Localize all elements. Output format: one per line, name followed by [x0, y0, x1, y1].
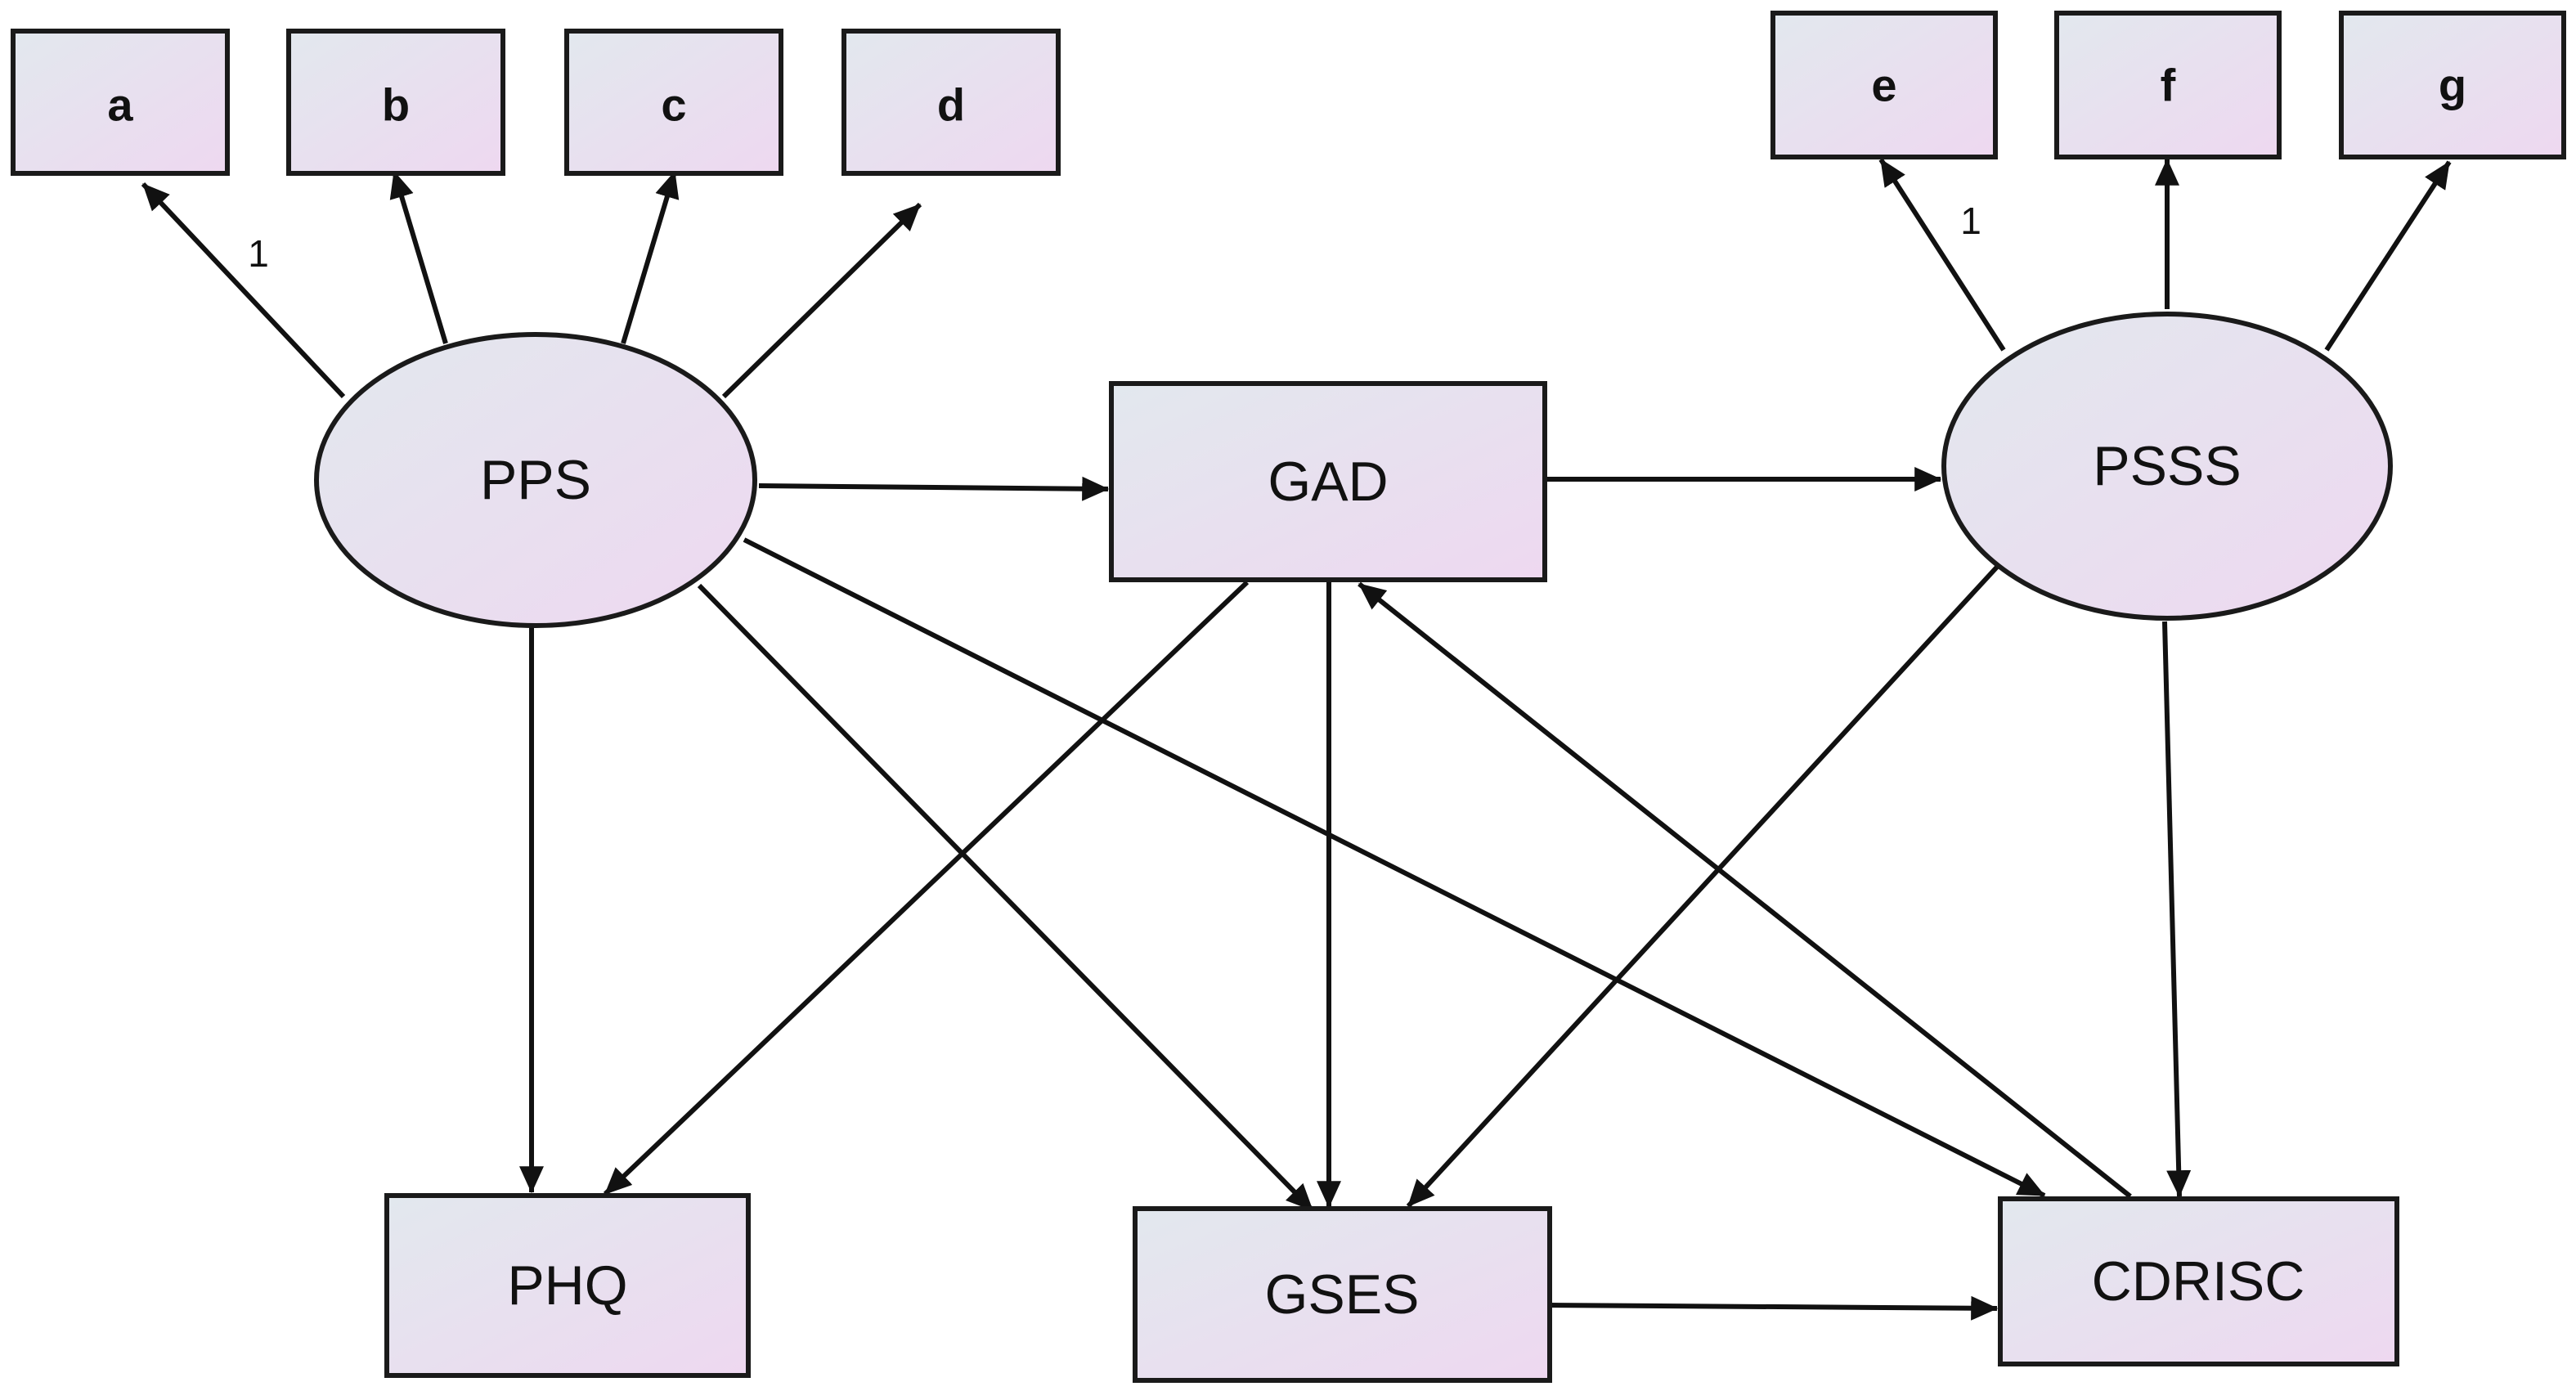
svg-text:e: e	[1871, 60, 1896, 111]
node-cdrisc: CDRISC	[1998, 1196, 2399, 1366]
svg-text:GAD: GAD	[1268, 451, 1388, 513]
edges	[141, 158, 2452, 1321]
svg-text:GSES: GSES	[1265, 1263, 1420, 1326]
edge-pps-a	[141, 182, 346, 399]
edge-pps-c	[621, 170, 680, 344]
svg-text:CDRISC: CDRISC	[2092, 1250, 2305, 1312]
node-phq: PHQ	[384, 1193, 751, 1378]
edge-psss-cdrisc	[2162, 621, 2192, 1198]
svg-text:PPS: PPS	[480, 449, 591, 511]
weight-label-psss-e: 1	[1960, 200, 1981, 242]
edge-gad-phq	[603, 580, 1250, 1196]
node-g: g	[2339, 11, 2566, 159]
node-e: e	[1770, 11, 1998, 159]
weight-label-pps-a: 1	[248, 232, 269, 275]
edge-psss-g	[2324, 160, 2452, 352]
node-gad: GAD	[1109, 381, 1547, 582]
edge-psss-gses	[1406, 562, 2002, 1209]
node-gses: GSES	[1133, 1206, 1552, 1383]
svg-text:g: g	[2439, 60, 2466, 111]
edge-cdrisc-gad	[1358, 581, 2132, 1199]
edge-pps-b	[389, 170, 448, 344]
node-c: c	[564, 29, 783, 176]
svg-text:PHQ: PHQ	[507, 1254, 627, 1317]
svg-text:b: b	[382, 79, 410, 131]
edge-psss-e	[1878, 158, 2006, 352]
edge-pps-cdrisc	[743, 537, 2046, 1198]
svg-text:a: a	[107, 79, 133, 131]
svg-text:f: f	[2161, 60, 2176, 111]
node-pps: PPS	[314, 332, 757, 628]
svg-text:d: d	[937, 79, 965, 131]
edge-pps-gses	[697, 583, 1315, 1213]
svg-text:PSSS: PSSS	[2093, 435, 2241, 497]
node-psss: PSSS	[1941, 312, 2393, 621]
svg-text:c: c	[661, 79, 686, 131]
edge-pps-d	[721, 202, 922, 399]
node-d: d	[841, 29, 1061, 176]
edge-gses-cdrisc	[1549, 1295, 1999, 1321]
node-b: b	[286, 29, 505, 176]
node-a: a	[11, 29, 230, 176]
node-f: f	[2054, 11, 2282, 159]
edge-pps-gad	[758, 476, 1110, 501]
